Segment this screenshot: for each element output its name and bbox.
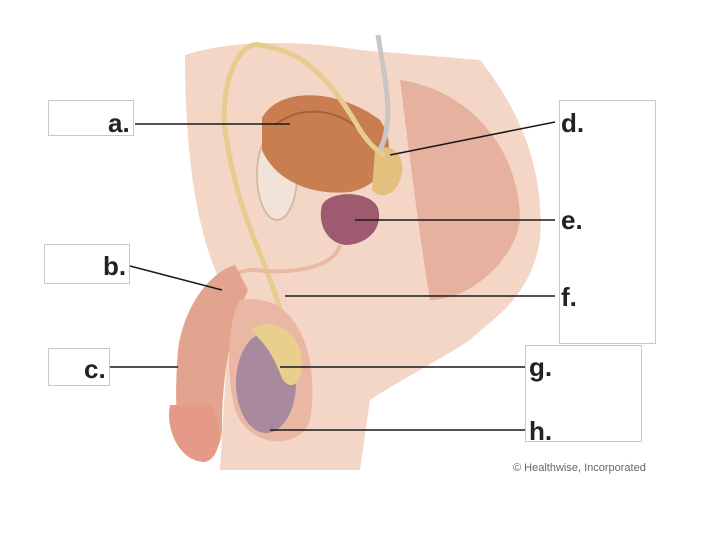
label-d: d. xyxy=(561,108,585,138)
answer-box-b[interactable] xyxy=(44,244,130,284)
label-e: e. xyxy=(561,205,583,235)
ureter xyxy=(375,34,391,152)
answer-box-c[interactable] xyxy=(48,348,110,386)
epididymis xyxy=(250,324,303,386)
answer-box-d[interactable] xyxy=(559,100,656,344)
label-b: b. xyxy=(103,251,127,281)
label-g: g. xyxy=(529,352,553,382)
bladder xyxy=(262,95,389,193)
label-h: h. xyxy=(529,416,553,446)
glans xyxy=(169,405,220,462)
seminal-vesicle xyxy=(372,147,403,196)
label-c: c. xyxy=(84,354,106,384)
leader-lines xyxy=(110,121,556,431)
answer-box-g[interactable] xyxy=(525,345,642,442)
leader-b xyxy=(129,265,223,291)
prostate xyxy=(320,194,380,245)
leader-d xyxy=(389,121,556,156)
label-a: a. xyxy=(108,108,130,138)
label-f: f. xyxy=(561,282,577,312)
answer-box-a[interactable] xyxy=(48,100,134,136)
vas-deferens xyxy=(221,42,387,331)
copyright-credit: © Healthwise, Incorporated xyxy=(513,462,646,474)
